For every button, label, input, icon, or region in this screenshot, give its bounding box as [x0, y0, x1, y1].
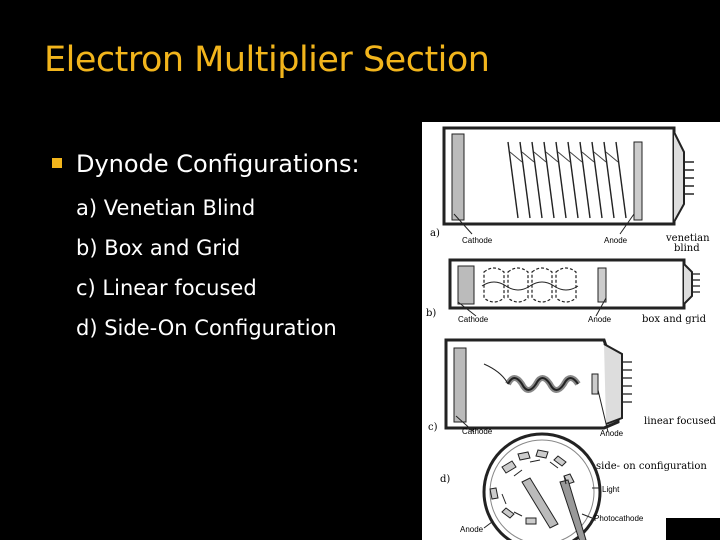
panel-letter-b: b): [426, 308, 436, 319]
figure-corner-dark: [666, 518, 720, 540]
item-linear-focused: c) Linear focused: [76, 276, 257, 300]
photocathode-label-d: Photocathode: [594, 514, 644, 523]
anode-c: [591, 373, 599, 395]
cathode-pointer-a: [453, 213, 473, 235]
tube-outline-b: [448, 258, 686, 310]
linear-dynodes: [505, 375, 581, 393]
caption-c: linear focused: [644, 416, 716, 427]
photocathode-pointer-d: [581, 513, 593, 519]
dynode-diagram: a) Cathode Anode venetian blind: [426, 126, 720, 540]
tube-inner-d: [489, 439, 595, 540]
tube-outline-c: [444, 338, 620, 430]
cathode-pointer-b: [457, 301, 477, 317]
title-bar: Electron Multiplier Section: [0, 0, 720, 112]
venetian-slats: [509, 151, 619, 163]
anode-a: [633, 141, 643, 221]
cathode-label-a: Cathode: [462, 236, 493, 245]
panel-letter-d: d): [440, 474, 450, 485]
tube-end-b: [683, 263, 693, 305]
panel-venetian-blind: a) Cathode Anode venetian blind: [430, 126, 710, 254]
slide-title: Electron Multiplier Section: [44, 40, 490, 80]
anode-label-a: Anode: [604, 236, 628, 245]
caption-a-line1: venetian: [665, 233, 710, 244]
caption-b: box and grid: [642, 314, 707, 325]
cathode-plate-a: [451, 133, 465, 221]
cathode-pointer-c: [455, 415, 475, 433]
item-side-on: d) Side-On Configuration: [76, 316, 337, 340]
panel-letter-a: a): [430, 228, 440, 239]
anode-pointer-a: [619, 213, 635, 235]
panel-linear-focused: c) Cathode Anode linear focused: [428, 338, 716, 438]
side-on-dynodes: [489, 449, 575, 525]
caption-d: side- on configuration: [596, 461, 707, 472]
panel-box-and-grid: b) Cathode Anode box and grid: [426, 258, 707, 325]
tube-end-c: [603, 343, 623, 425]
cathode-label-c: Cathode: [462, 427, 493, 436]
electron-arrows-d: [501, 459, 567, 517]
anode-pointer-b: [595, 297, 607, 317]
panel-side-on: d) Light Photocathode Anode side- on con…: [440, 432, 707, 540]
electron-path-b: [481, 281, 579, 291]
dynode-configurations-figure: a) Cathode Anode venetian blind: [422, 122, 720, 540]
focus-electrode-c: [483, 363, 509, 385]
anode-label-d: Anode: [460, 525, 484, 534]
item-box-and-grid: b) Box and Grid: [76, 236, 241, 260]
main-bullet-text: Dynode Configurations:: [76, 150, 360, 178]
anode-pointer-c: [597, 389, 609, 433]
box-grid-dynodes: [483, 267, 577, 303]
anode-label-b: Anode: [588, 315, 612, 324]
cathode-label-b: Cathode: [458, 315, 489, 324]
photocathode-d: [521, 477, 559, 529]
panel-letter-c: c): [428, 422, 438, 433]
light-label-d: Light: [602, 485, 620, 494]
cathode-plate-c: [453, 347, 467, 423]
cathode-plate-b: [457, 265, 475, 305]
item-venetian-blind: a) Venetian Blind: [76, 196, 256, 220]
caption-a-line2: blind: [674, 243, 700, 254]
tube-end-a: [673, 131, 685, 223]
anode-label-c: Anode: [600, 429, 624, 438]
figure-corner: [666, 472, 720, 518]
anode-b: [597, 267, 607, 303]
venetian-dynodes: [507, 141, 627, 219]
square-bullet-icon: [52, 158, 62, 168]
anode-pointer-d: [483, 521, 493, 529]
